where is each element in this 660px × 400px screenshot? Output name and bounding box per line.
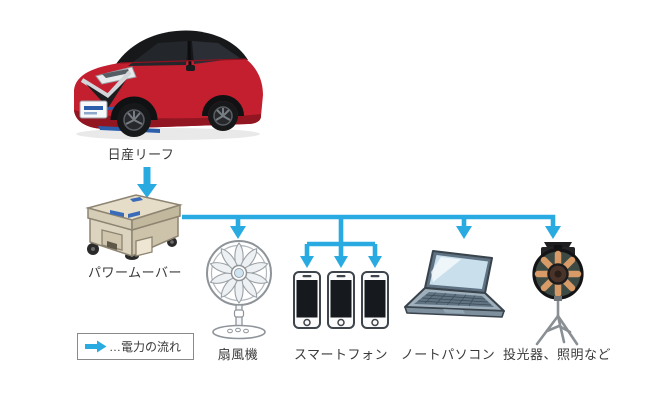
- smartphone-icon: [327, 271, 355, 329]
- legend-box: …電力の流れ: [77, 333, 194, 360]
- laptop-image: [404, 250, 505, 318]
- smartphone-icon: [293, 271, 321, 329]
- floodlight-image: [532, 242, 584, 346]
- power-mover-label: パワームーバー: [88, 265, 182, 280]
- flow-branch-smartphones: [300, 217, 382, 268]
- power-flow-bus: [182, 214, 561, 239]
- fan-image: [206, 240, 272, 340]
- legend-label: …電力の流れ: [109, 340, 182, 354]
- smartphones-label: スマートフォン: [293, 347, 389, 362]
- laptop-label: ノートパソコン: [400, 347, 496, 362]
- flow-arrow-car-to-powermover: [137, 167, 157, 198]
- fan-label: 扇風機: [217, 347, 259, 362]
- nissan-leaf-car-image: [74, 30, 263, 140]
- smartphones-group: [293, 271, 389, 329]
- power-mover-image: [85, 194, 183, 260]
- smartphone-icon: [361, 271, 389, 329]
- flow-arrow-legend-icon: [85, 340, 107, 353]
- car-label: 日産リーフ: [107, 147, 175, 162]
- flow-arrow-fan: [230, 217, 246, 239]
- flow-arrow-laptop: [456, 217, 472, 239]
- floodlight-label: 投光器、照明など: [502, 347, 611, 362]
